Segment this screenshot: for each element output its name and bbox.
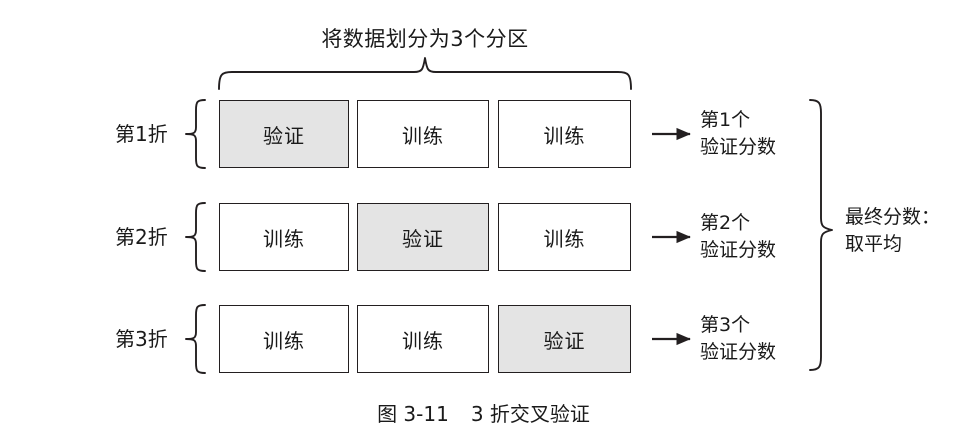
fold-1-partition-1: 验证 <box>219 100 349 168</box>
final-score-label: 最终分数： 取平均 <box>845 204 940 258</box>
fold-3-score-line-2: 验证分数 <box>700 341 777 363</box>
figure-caption: 图 3-11 3 折交叉验证 <box>0 398 967 427</box>
fold-3-score-line-1: 第3个 <box>700 314 751 336</box>
fold-2-score-line-2: 验证分数 <box>700 239 777 261</box>
fold-2-partition-3: 训练 <box>498 203 631 271</box>
fold-3-score-label: 第3个 验证分数 <box>700 312 776 366</box>
final-score-brace-icon <box>809 99 833 371</box>
fold-3-partition-3: 验证 <box>498 305 631 373</box>
fold-label-3: 第3折 <box>115 327 168 351</box>
fold-1-score-line-1: 第1个 <box>700 109 751 131</box>
fold-label-1: 第1折 <box>115 122 168 146</box>
final-score-line-2: 取平均 <box>845 233 903 255</box>
figure-caption-text: 3 折交叉验证 <box>470 402 590 426</box>
partition-title: 将数据划分为3个分区 <box>321 27 529 51</box>
final-score-line-1: 最终分数： <box>845 206 941 228</box>
fold-3-partition-1: 训练 <box>219 305 349 373</box>
fold-1-partition-2: 训练 <box>357 100 489 168</box>
fold-label-2: 第2折 <box>115 225 168 249</box>
fold-1-score-line-2: 验证分数 <box>700 136 777 158</box>
fold-1-score-label: 第1个 验证分数 <box>700 107 776 161</box>
fold-2-score-label: 第2个 验证分数 <box>700 210 776 264</box>
fold-3-partition-2: 训练 <box>357 305 489 373</box>
partition-brace-icon <box>218 57 632 90</box>
fold-1-partition-3: 训练 <box>498 100 631 168</box>
fold-2-partition-1: 训练 <box>219 203 349 271</box>
fold-2-score-line-1: 第2个 <box>700 212 751 234</box>
figure-caption-number: 图 3-11 <box>377 402 449 426</box>
fold-2-partition-2: 验证 <box>357 203 489 271</box>
